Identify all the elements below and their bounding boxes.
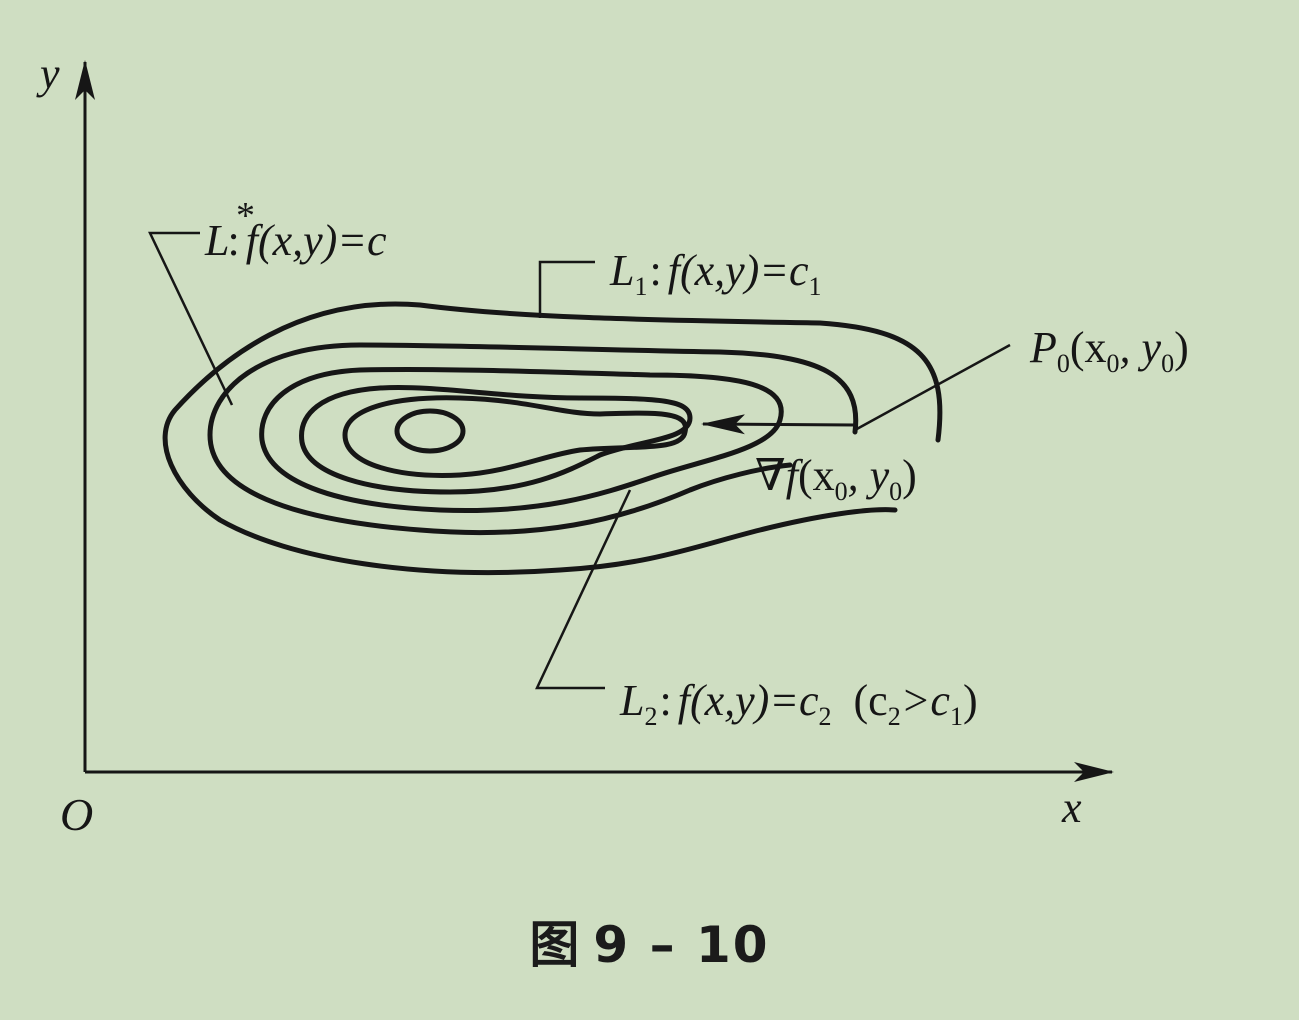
contour-L2: [259, 366, 784, 514]
leader-L2: [535, 489, 632, 690]
origin-label: O: [60, 789, 93, 840]
label-P0: P0(x0, y0): [1029, 323, 1189, 378]
caption-number: 9 – 10: [593, 916, 770, 974]
contour-innermost: [394, 408, 466, 454]
caption-prefix: 图: [529, 916, 582, 974]
contour-5: [342, 395, 688, 478]
label-L2: L2:f(x,y)=c2(c2>c1): [619, 676, 978, 731]
svg-text:L:f(x,y)=c: L:f(x,y)=c: [204, 216, 387, 265]
contour-L1: [162, 301, 943, 576]
label-L-star: L:f(x,y)=c *: [204, 195, 387, 265]
gradient-arrow: [701, 414, 856, 435]
x-axis-label: x: [1061, 783, 1082, 832]
y-axis-label: y: [36, 49, 60, 98]
star-marker: *: [236, 195, 255, 237]
leader-L-star: [148, 231, 234, 406]
leader-P0: [854, 343, 1011, 432]
label-L1: L1:f(x,y)=c1: [609, 246, 822, 301]
leader-L1: [538, 260, 595, 318]
label-gradient: ∇f(x0, y0): [755, 451, 917, 506]
contour-4: [299, 385, 693, 495]
contour-L-star: [207, 342, 859, 536]
